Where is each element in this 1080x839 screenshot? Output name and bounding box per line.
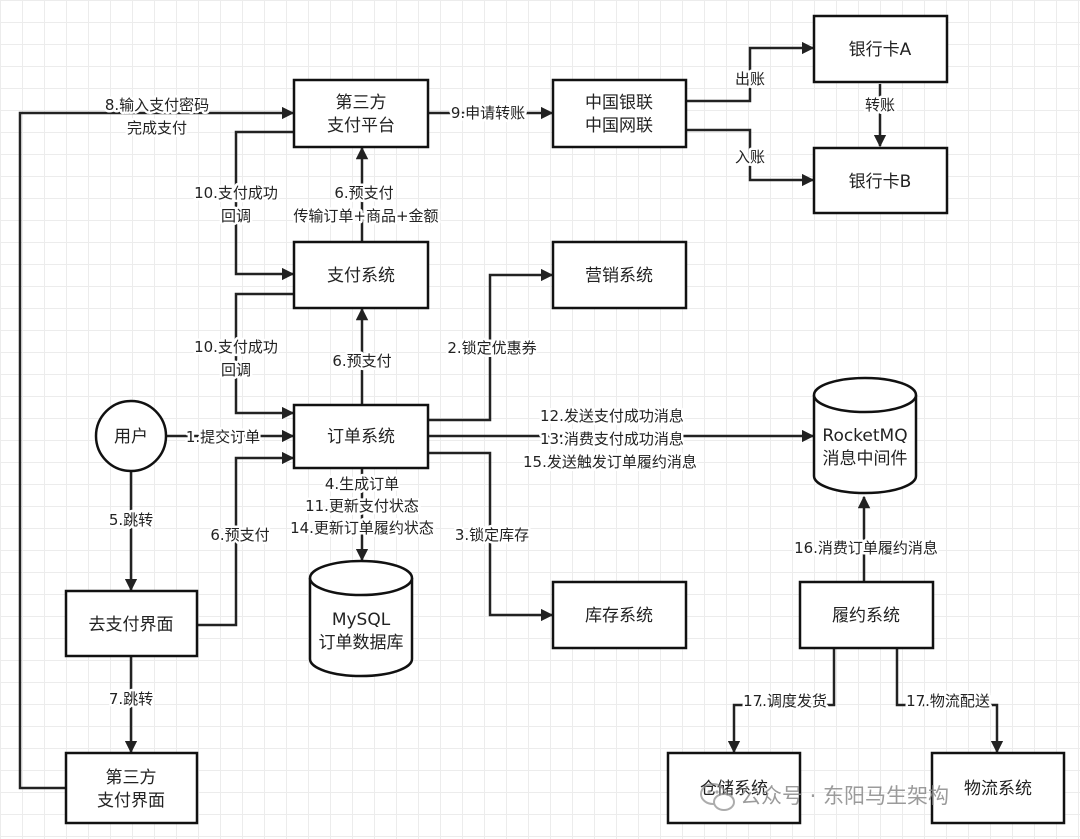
wechat-icon [700,783,735,811]
label-prepay-top-1: 6.预支付 [334,184,393,202]
label-prepay-bottom: 6.预支付 [210,526,269,544]
edge-enter-password [18,106,295,790]
label-delivery: 17.物流配送 [906,692,990,710]
edge-debit [686,41,815,103]
payment-system-label: 支付系统 [327,266,395,286]
label-mq-3: 15.发送触发订单履约消息 [523,453,697,471]
edge-delivery [895,648,1004,754]
third-party-platform-label-2: 支付平台 [327,116,395,136]
nodes: 银行卡A 银行卡B 第三方 支付平台 中国银联 中国网联 支付系统 营销系统 用… [64,14,1066,825]
order-system-label: 订单系统 [327,427,395,447]
edge-lock-inventory [428,451,554,622]
bank-card-b-label: 银行卡B [849,172,912,192]
label-debit: 出账 [735,70,765,88]
label-apply-transfer: 9.申请转账 [451,104,525,122]
label-jump-1: 5.跳转 [109,511,153,529]
connectors [18,41,1004,790]
rocketmq-label-1: RocketMQ [822,426,907,446]
inventory-system-label: 库存系统 [585,606,653,626]
user-label: 用户 [114,427,148,447]
bank-card-a-label: 银行卡A [849,40,912,60]
label-db-1: 4.生成订单 [325,475,399,493]
go-payment-page-label: 去支付界面 [89,615,174,635]
third-party-platform-label-1: 第三方 [336,93,387,113]
label-callback-top-2: 回调 [221,207,251,225]
label-submit-order: 1.提交订单 [186,428,260,446]
label-db-2: 11.更新支付状态 [305,497,419,515]
unionpay-label-1: 中国银联 [585,93,653,113]
label-db-3: 14.更新订单履约状态 [290,519,434,537]
rocketmq-label-2: 消息中间件 [823,449,908,469]
marketing-system-box [551,240,688,310]
fulfillment-system-label: 履约系统 [832,606,900,626]
order-system-box [292,403,430,470]
mysql-label-1: MySQL [332,610,391,630]
unionpay-box [551,78,688,149]
fulfillment-system-box [798,580,935,650]
label-callback-mid-2: 回调 [221,361,251,379]
label-prepay-top-2: 传输订单+商品+金额 [293,207,438,225]
edge-credit [686,128,815,187]
rocketmq-cylinder [812,376,918,495]
edge-labels: 8.输入支付密码 完成支付 9.申请转账 出账 转账 入账 10.支付成功 回调… [102,68,992,713]
mysql-cylinder [308,559,414,678]
edge-dispatch [727,648,836,754]
edge-prepay-bottom [197,451,295,627]
label-transfer: 转账 [865,96,895,114]
label-lock-inventory: 3.锁定库存 [455,526,529,544]
warehouse-system-box [666,751,802,825]
edge-callback-mid [234,292,295,420]
label-enter-password-2: 完成支付 [127,119,187,137]
label-lock-coupon: 2.锁定优惠券 [447,339,536,357]
watermark-text: 公众号 · 东阳马生架构 [740,784,949,808]
label-callback-mid-1: 10.支付成功 [194,338,278,356]
logistics-system-label: 物流系统 [964,779,1032,799]
watermark: 公众号 · 东阳马生架构 [700,783,949,811]
label-callback-top-1: 10.支付成功 [194,184,278,202]
label-prepay-mid: 6.预支付 [332,352,391,370]
label-credit: 入账 [735,148,765,166]
label-mq-2: 13.消费支付成功消息 [540,430,684,448]
payment-system-box [292,240,430,310]
edge-lock-coupon [428,268,554,422]
label-enter-password-1: 8.输入支付密码 [105,96,209,114]
third-party-payment-page-label-1: 第三方 [106,768,157,788]
label-dispatch: 17.调度发货 [743,692,827,710]
logistics-system-box [930,751,1066,825]
user-circle [94,399,168,473]
inventory-system-box [551,580,688,650]
marketing-system-label: 营销系统 [585,266,653,286]
label-consume-fulfillment: 16.消费订单履约消息 [794,539,938,557]
edge-callback-top [234,130,295,281]
bank-card-a-box [812,14,949,84]
unionpay-label-2: 中国网联 [585,116,653,136]
go-payment-page-box [64,589,199,658]
label-jump-2: 7.跳转 [109,690,153,708]
third-party-payment-page-label-2: 支付界面 [97,791,165,811]
third-party-payment-page-box [64,751,199,825]
bank-card-b-box [812,146,949,215]
third-party-platform-box [292,78,430,149]
mysql-label-2: 订单数据库 [319,633,404,653]
label-mq-1: 12.发送支付成功消息 [540,407,684,425]
